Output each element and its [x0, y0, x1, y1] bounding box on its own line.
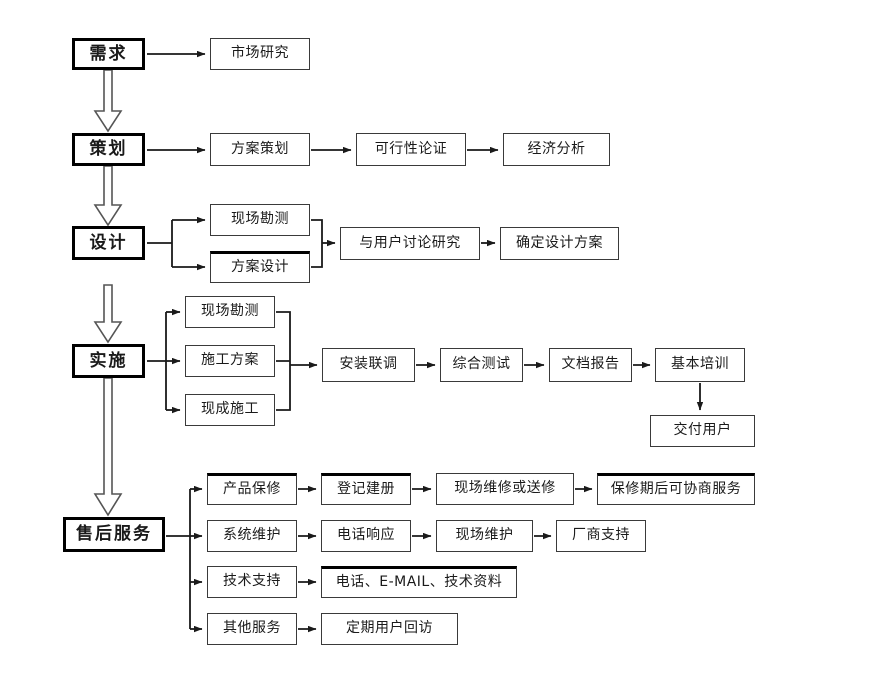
task-system-maintain[interactable]: 系统维护: [207, 520, 297, 552]
task-doc-report[interactable]: 文档报告: [549, 348, 632, 382]
task-deliver-user[interactable]: 交付用户: [650, 415, 755, 447]
bus-aftersales-split: [166, 489, 191, 629]
stage-aftersales[interactable]: 售后服务: [63, 517, 165, 552]
task-feasibility[interactable]: 可行性论证: [356, 133, 466, 166]
task-plan-scheme[interactable]: 方案策划: [210, 133, 310, 166]
spine-arrow-design-implement: [93, 284, 123, 344]
bus-design-split: [147, 220, 173, 267]
spine-arrow-requirement-planning: [93, 69, 123, 133]
stage-planning[interactable]: 策划: [72, 133, 145, 166]
stage-implement[interactable]: 实施: [72, 344, 145, 378]
task-onsite-maintain[interactable]: 现场维护: [436, 520, 533, 552]
task-site-survey-design[interactable]: 现场勘测: [210, 204, 310, 236]
task-basic-training[interactable]: 基本培训: [655, 348, 745, 382]
task-site-survey-implement[interactable]: 现场勘测: [185, 296, 275, 328]
bus-implement-merge: [276, 311, 291, 411]
bus-design-merge: [311, 219, 323, 268]
task-construction-plan[interactable]: 施工方案: [185, 345, 275, 377]
spine-arrow-implement-aftersales: [93, 377, 123, 517]
task-economic-analysis[interactable]: 经济分析: [503, 133, 610, 166]
task-install-debug[interactable]: 安装联调: [322, 348, 415, 382]
task-ready-build[interactable]: 现成施工: [185, 394, 275, 426]
task-integration-test[interactable]: 综合测试: [440, 348, 523, 382]
spine-arrow-planning-design: [93, 165, 123, 227]
stage-requirement[interactable]: 需求: [72, 38, 145, 70]
task-other-services[interactable]: 其他服务: [207, 613, 297, 645]
task-scheme-design[interactable]: 方案设计: [210, 251, 310, 283]
task-contact-channels[interactable]: 电话、E-MAIL、技术资料: [321, 566, 517, 598]
task-vendor-support[interactable]: 厂商支持: [556, 520, 646, 552]
bus-implement-split: [147, 312, 167, 410]
task-tech-support[interactable]: 技术支持: [207, 566, 297, 598]
task-user-discussion[interactable]: 与用户讨论研究: [340, 227, 480, 260]
task-post-warranty[interactable]: 保修期后可协商服务: [597, 473, 755, 505]
task-onsite-repair[interactable]: 现场维修或送修: [436, 473, 574, 505]
task-confirm-design[interactable]: 确定设计方案: [500, 227, 619, 260]
task-phone-response[interactable]: 电话响应: [321, 520, 411, 552]
task-market-research[interactable]: 市场研究: [210, 38, 310, 70]
task-register[interactable]: 登记建册: [321, 473, 411, 505]
task-periodic-visit[interactable]: 定期用户回访: [321, 613, 458, 645]
task-product-warranty[interactable]: 产品保修: [207, 473, 297, 505]
stage-design[interactable]: 设计: [72, 226, 145, 260]
